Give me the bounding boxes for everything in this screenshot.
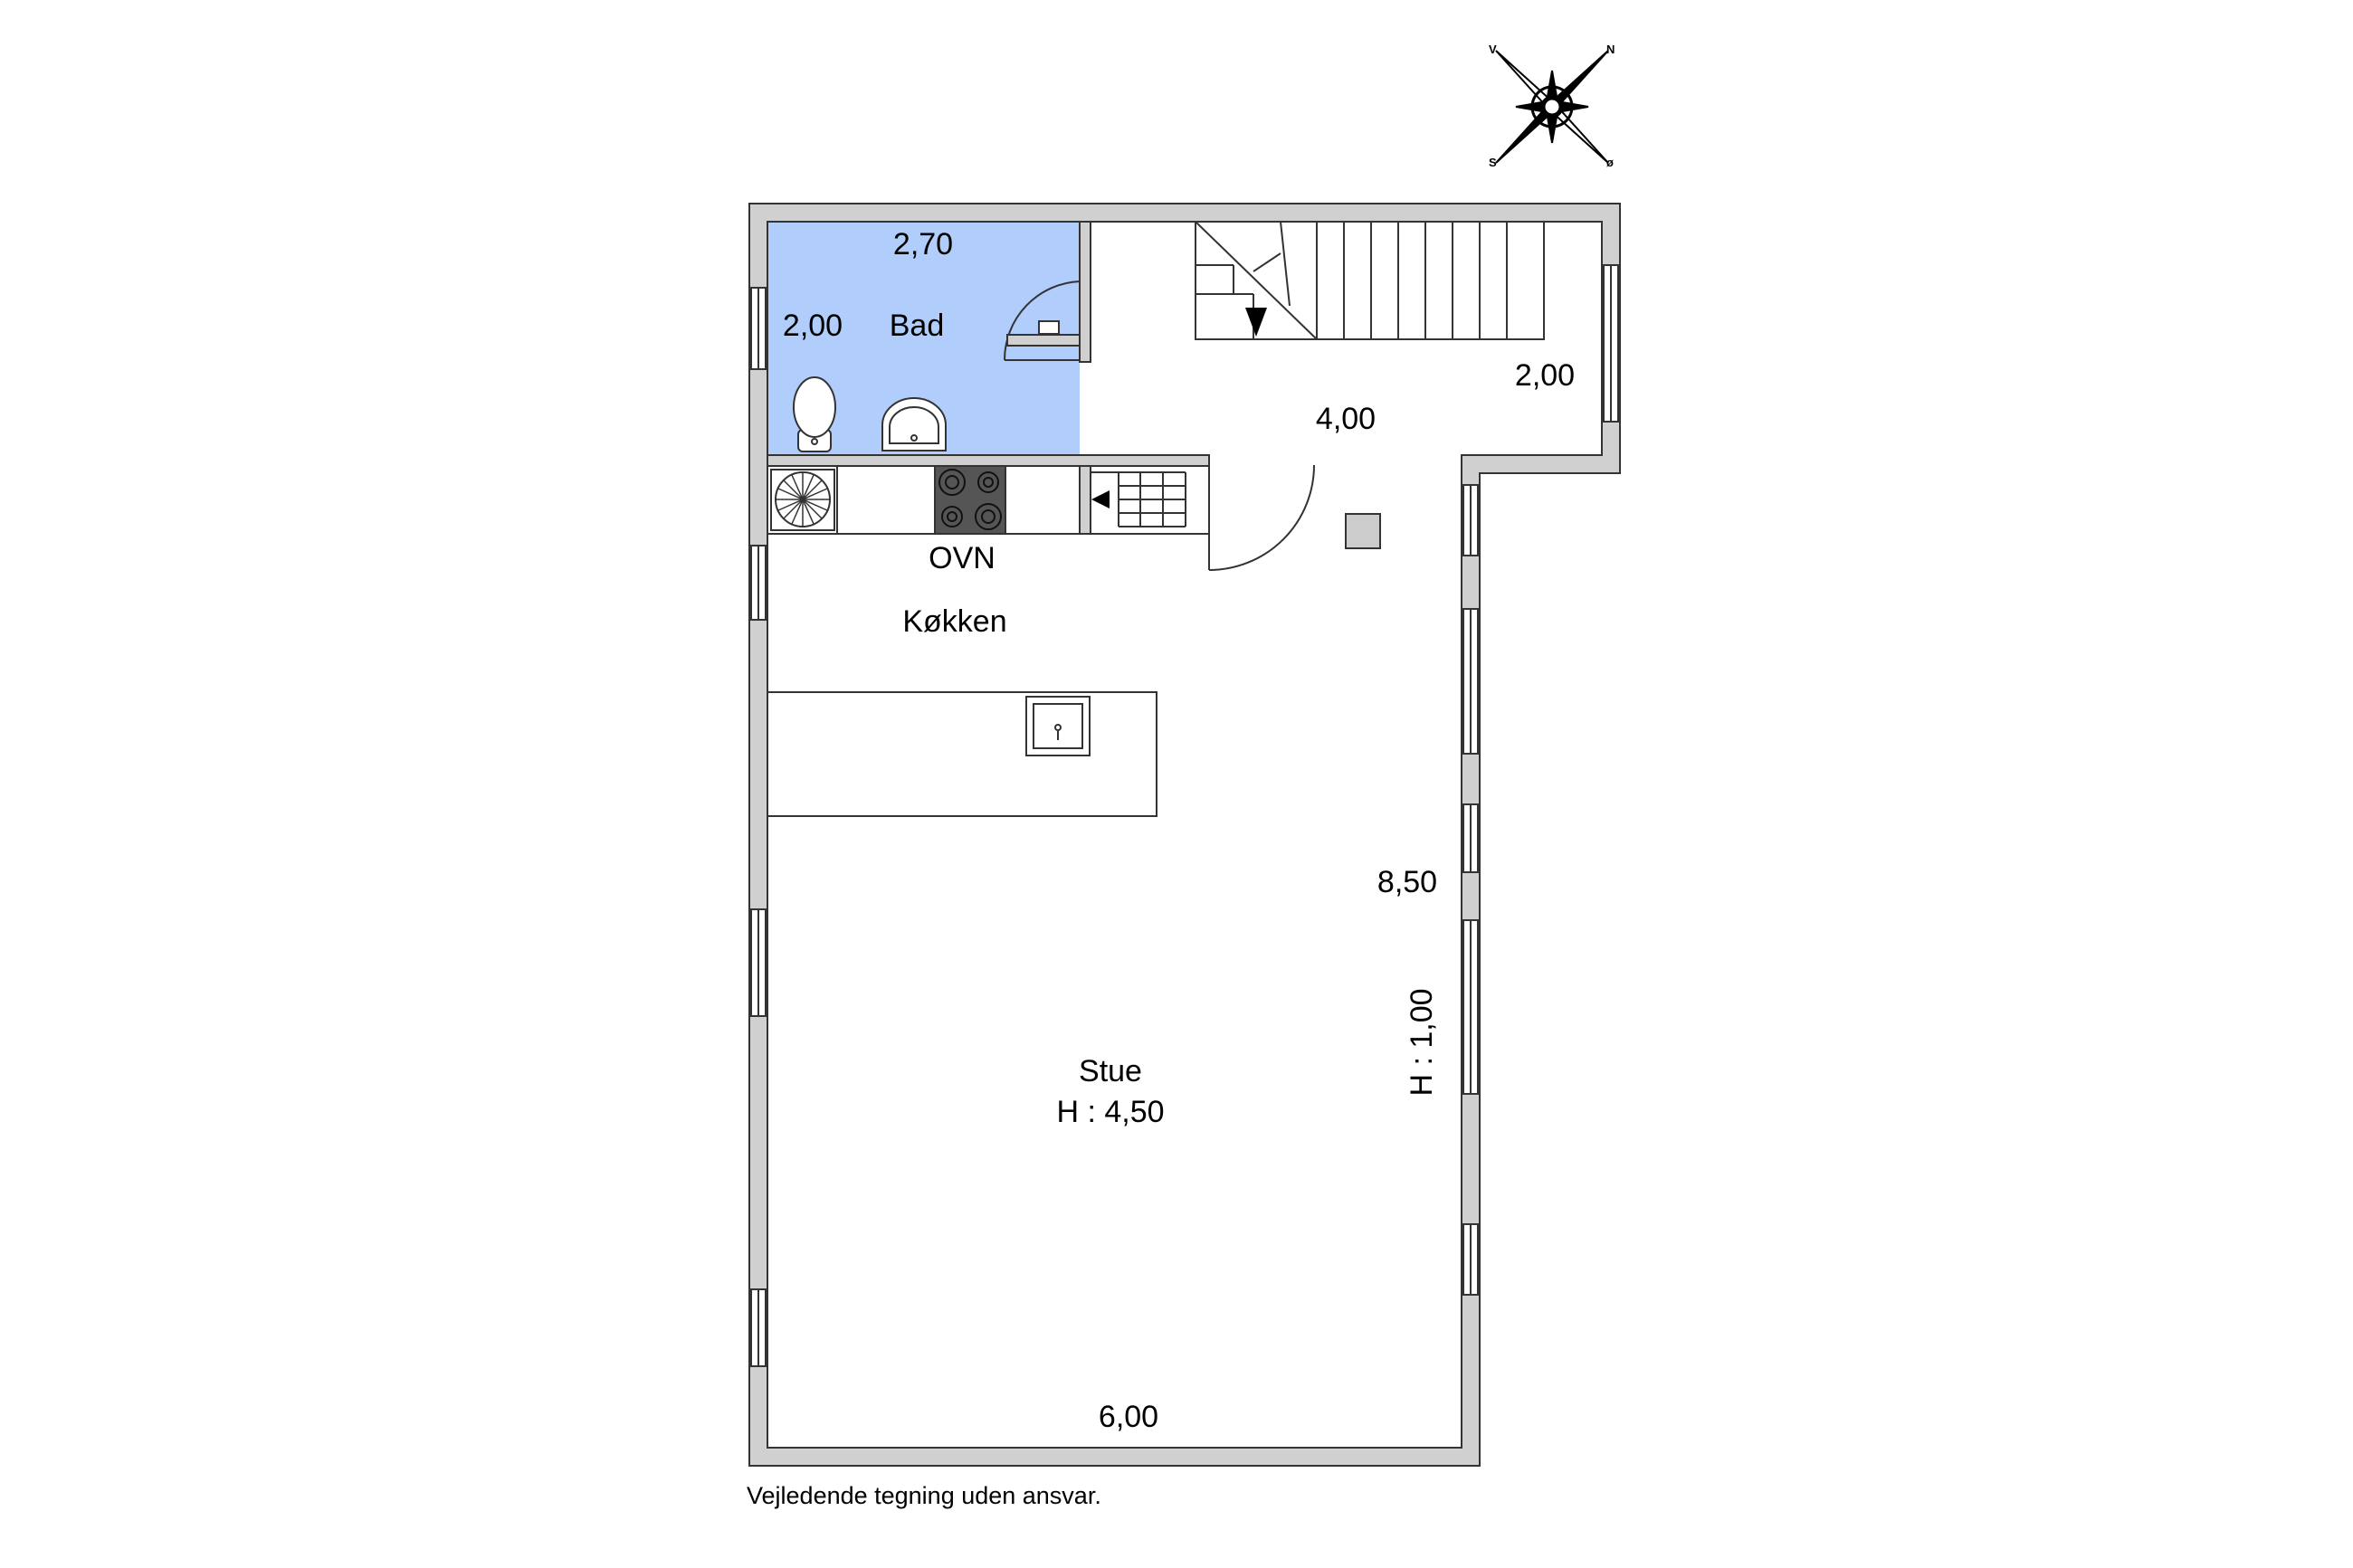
dim-stue-width: 6,00 [1099,1400,1158,1434]
windows [750,264,1619,1367]
window-left-1 [750,908,767,1017]
window-right-4 [1462,919,1479,1095]
dim-stue-length: 8,50 [1377,865,1437,899]
window-hall [1603,264,1619,423]
chimney [1345,513,1381,549]
room-kokken: Køkken [902,604,1006,639]
dim-hall-depth: 2,00 [1515,358,1575,393]
window-right-3 [1462,803,1479,873]
outer-walls [748,203,1621,1467]
kitchen-island [767,691,1157,817]
disclaimer: Vejledende tegning uden ansvar. [747,1482,1101,1509]
window-bath [750,287,767,370]
label-ovn: OVN [929,541,996,575]
bath-door [1003,280,1081,361]
compass-east: ø [1606,156,1614,169]
room-stue-height: H : 4,50 [1056,1095,1164,1129]
room-bad: Bad [890,309,945,343]
dim-hall-width: 4,00 [1316,402,1376,436]
compass-west: V [1489,43,1497,56]
kitchen-door [1208,464,1315,571]
window-left-2 [750,1288,767,1367]
room-stue: Stue [1079,1054,1142,1088]
dim-side-height: H : 1,00 [1405,988,1439,1096]
kitchen-counter [767,465,1081,535]
compass-south: S [1489,156,1497,169]
compass-north: N [1606,43,1615,56]
cellar-arrow-left-icon [1091,490,1110,508]
compass-rose: N V S ø [1489,43,1615,169]
toilet-icon [793,376,836,452]
cellar-stair [1090,465,1210,535]
window-right-5 [1462,1223,1479,1296]
bathroom-fixtures [793,320,1081,452]
dim-bad-depth: 2,00 [783,309,843,343]
stair-arrow-down-icon [1245,308,1267,337]
sink-icon [881,397,947,451]
shelf [1006,320,1081,347]
window-kitchen [750,545,767,621]
window-right-1 [1462,484,1479,556]
staircase [1195,221,1545,340]
kitchen-sink-icon [1025,696,1091,756]
dim-bad-width: 2,70 [893,227,953,261]
compass-star-icon [1495,50,1609,164]
window-right-2 [1462,608,1479,755]
